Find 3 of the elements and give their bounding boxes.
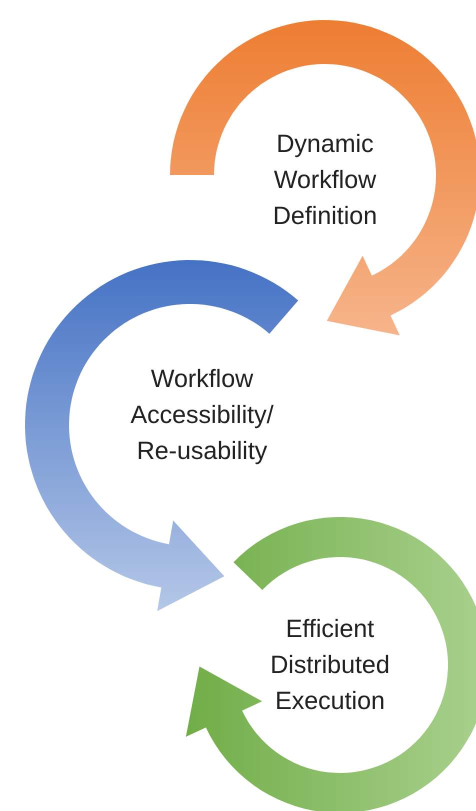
arrow-label: Efficient Distributed Execution <box>269 614 391 717</box>
arrow-label: Dynamic Workflow Definition <box>272 129 378 232</box>
arrow-label: Workflow Accessibility/ Re-usability <box>129 364 275 467</box>
